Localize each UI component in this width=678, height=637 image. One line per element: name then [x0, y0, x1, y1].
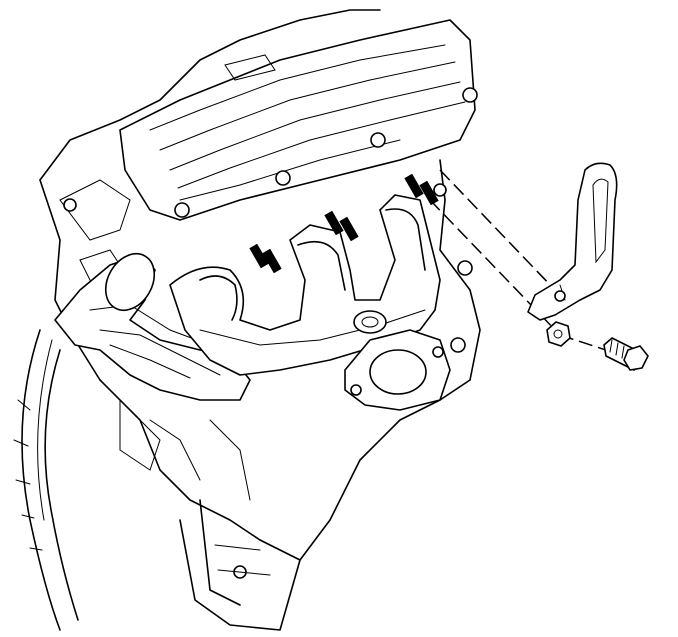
- valve-cover-icon: [119, 19, 478, 221]
- flywheel-icon: [13, 329, 79, 631]
- bracket-icon: [527, 162, 618, 321]
- stud-icon: [249, 173, 439, 274]
- flange-icon: [344, 329, 451, 411]
- oil-pan-icon: [179, 499, 301, 631]
- heat-shield-icon: [54, 252, 251, 401]
- bolt-icon: [603, 337, 649, 371]
- exhaust-manifold-icon: [169, 194, 441, 376]
- nut-icon: [546, 321, 571, 347]
- engine-block-icon: [39, 9, 481, 579]
